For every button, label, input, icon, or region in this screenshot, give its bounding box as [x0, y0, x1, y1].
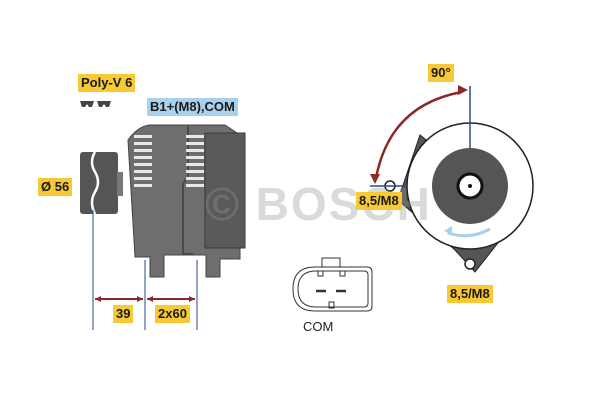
dimension-lines [92, 210, 198, 330]
angle-label: 90° [428, 64, 454, 82]
alternator-side-view [80, 124, 246, 278]
com-connector [292, 257, 373, 312]
connector-label: COM [303, 319, 334, 334]
poly-v-belt-icon [80, 101, 111, 107]
pulley-diameter-label: Ø 56 [38, 178, 73, 196]
angle-arc [374, 90, 463, 179]
belt-label: Poly-V 6 [78, 74, 136, 92]
mount-dimension-label: 2x60 [155, 305, 190, 323]
terminal-label: B1+(M8),COM [147, 98, 238, 116]
pulley-dimension-label: 39 [113, 305, 134, 323]
mount-bottom-label: 8,5/M8 [447, 285, 493, 303]
mount-left-label: 8,5/M8 [356, 192, 402, 210]
alternator-front-view [370, 85, 534, 273]
